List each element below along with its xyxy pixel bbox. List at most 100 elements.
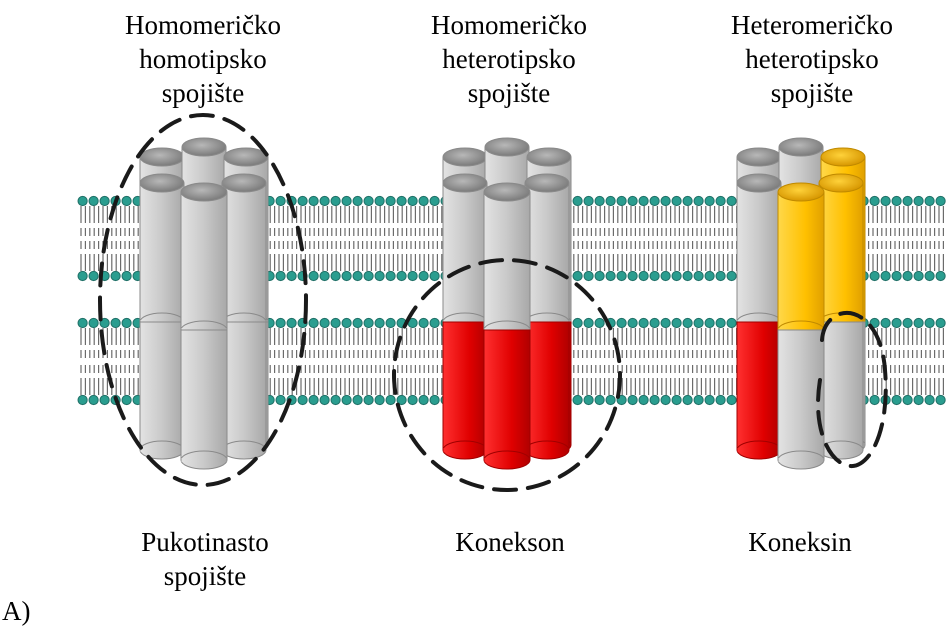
lipid-head	[397, 271, 406, 280]
lipid-head	[353, 196, 362, 205]
lipid-head	[936, 196, 945, 205]
lipid-head	[375, 318, 384, 327]
subunit-top	[443, 148, 487, 166]
lipid-head	[342, 318, 351, 327]
lipid-head	[276, 271, 285, 280]
lipid-head	[892, 271, 901, 280]
lipid-head	[364, 196, 373, 205]
lipid-head	[661, 318, 670, 327]
subunit-body	[140, 183, 184, 322]
lipid-head	[914, 395, 923, 404]
lipid-head	[364, 395, 373, 404]
lipid-head	[650, 395, 659, 404]
lipid-head	[331, 271, 340, 280]
subunit-top	[737, 174, 781, 192]
subunit-seam	[141, 448, 184, 452]
lipid-head	[309, 271, 318, 280]
lipid-head	[650, 318, 659, 327]
lipid-head	[320, 196, 329, 205]
lipid-head	[122, 395, 131, 404]
lipid-head	[430, 271, 439, 280]
lipid-head	[936, 395, 945, 404]
subunit-body	[525, 322, 569, 450]
lipid-head	[661, 395, 670, 404]
lipid-head	[408, 395, 417, 404]
label-line: Koneksin	[710, 525, 890, 559]
lipid-head	[584, 395, 593, 404]
lipid-head	[595, 271, 604, 280]
lipid-head	[100, 395, 109, 404]
lipid-head	[78, 395, 87, 404]
front-lower-subunit	[140, 322, 184, 459]
lipid-head	[419, 395, 428, 404]
lipid-head	[661, 271, 670, 280]
lipid-head	[342, 271, 351, 280]
lipid-head	[89, 271, 98, 280]
title-line: homotipsko	[88, 42, 318, 76]
lipid-head	[419, 196, 428, 205]
title-line: spojište	[394, 76, 624, 110]
lipid-head	[375, 395, 384, 404]
lipid-head	[705, 318, 714, 327]
lipid-head	[727, 196, 736, 205]
subunit-seam	[444, 448, 487, 452]
lipid-head	[408, 196, 417, 205]
title-line: spojište	[88, 76, 318, 110]
front-lower-subunit	[737, 322, 781, 459]
lipid-head	[573, 395, 582, 404]
lipid-head	[716, 395, 725, 404]
center-lower-subunit	[181, 330, 227, 469]
subunit-body	[443, 183, 487, 322]
lipid-head	[430, 395, 439, 404]
lipid-head	[716, 318, 725, 327]
lipid-head	[925, 318, 934, 327]
center-upper-subunit	[181, 183, 227, 339]
lipid-head	[936, 271, 945, 280]
subunit-top	[819, 174, 863, 192]
lipid-head	[584, 196, 593, 205]
lipid-head	[100, 196, 109, 205]
lipid-head	[375, 271, 384, 280]
lipid-head	[353, 271, 362, 280]
subunit-body	[181, 330, 227, 460]
lipid-head	[683, 271, 692, 280]
lipid-head	[353, 318, 362, 327]
lipid-head	[628, 318, 637, 327]
lipid-head	[683, 395, 692, 404]
lipid-head	[881, 271, 890, 280]
lipid-head	[584, 271, 593, 280]
subunit-seam	[485, 458, 530, 462]
title-line: Heteromeričko	[687, 8, 937, 42]
lipid-head	[78, 318, 87, 327]
lipid-head	[419, 318, 428, 327]
lipid-head	[870, 196, 879, 205]
label-line: spojište	[105, 559, 305, 593]
lipid-head	[386, 271, 395, 280]
lipid-head	[683, 318, 692, 327]
lipid-head	[727, 395, 736, 404]
lipid-head	[914, 196, 923, 205]
lipid-head	[727, 318, 736, 327]
subunit-body	[222, 183, 266, 322]
subunit-body	[181, 192, 227, 330]
lipid-head	[639, 196, 648, 205]
lipid-head	[617, 318, 626, 327]
lipid-head	[716, 196, 725, 205]
homomeric-homotypic-channel	[140, 138, 268, 469]
lipid-head	[353, 395, 362, 404]
lipid-head	[397, 196, 406, 205]
center-upper-subunit	[778, 183, 824, 339]
lipid-head	[111, 271, 120, 280]
lipid-head	[639, 271, 648, 280]
lipid-head	[122, 318, 131, 327]
lipid-head	[111, 318, 120, 327]
title-line: Homomeričko	[88, 8, 318, 42]
lipid-head	[595, 395, 604, 404]
subunit-top	[484, 183, 530, 201]
lipid-head	[716, 271, 725, 280]
lipid-head	[694, 395, 703, 404]
subunit-top	[821, 148, 865, 166]
lipid-head	[914, 318, 923, 327]
subunit-top	[778, 183, 824, 201]
front-upper-subunit	[819, 174, 863, 331]
